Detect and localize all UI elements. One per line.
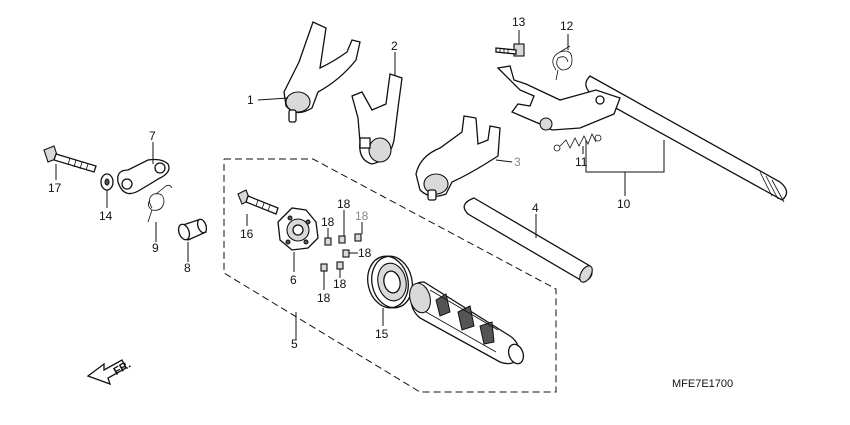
callout-6: 6 [290, 273, 297, 287]
callout-18-d: 18 [358, 246, 372, 260]
bearing-15 [367, 255, 413, 309]
assembly-outline [223, 158, 557, 393]
callout-18-c: 18 [355, 209, 369, 223]
callout-9: 9 [152, 241, 159, 255]
callout-18-a: 18 [321, 215, 335, 229]
callout-7: 7 [149, 129, 156, 143]
callout-14: 14 [99, 209, 113, 223]
callout-13: 13 [512, 15, 526, 29]
fork-shaft [463, 197, 593, 283]
diagram-code: MFE7E1700 [672, 378, 733, 390]
leader-lines [55, 30, 665, 340]
bolt-16 [237, 189, 279, 215]
callout-12: 12 [560, 19, 574, 33]
callout-3: 3 [514, 155, 521, 169]
callout-5: 5 [291, 337, 298, 351]
callout-18-b: 18 [337, 197, 351, 211]
spring-11 [553, 133, 602, 152]
callout-10: 10 [617, 197, 631, 211]
bolt-17 [43, 145, 97, 173]
gearshift-spindle [496, 65, 788, 203]
shift-fork-3 [415, 115, 501, 201]
callout-17: 17 [48, 181, 62, 195]
shift-drum [409, 281, 525, 365]
shift-fork-1 [283, 21, 361, 123]
front-arrow-icon [86, 359, 127, 386]
front-marker-label: FR. [112, 359, 133, 378]
callout-2: 2 [391, 39, 398, 53]
callout-16: 16 [240, 227, 254, 241]
drum-center-6 [277, 207, 319, 251]
spring-12 [552, 45, 573, 81]
bolt-13 [495, 43, 525, 57]
stopper-spring-9 [147, 184, 173, 223]
shift-fork-2 [351, 73, 403, 165]
callout-8: 8 [184, 261, 191, 275]
callout-1: 1 [247, 93, 254, 107]
callout-18-e: 18 [333, 277, 347, 291]
callout-18-f: 18 [317, 291, 331, 305]
washer-14 [100, 173, 114, 191]
collar-8 [177, 218, 208, 241]
stopper-arm-7 [117, 158, 170, 195]
callout-11: 11 [575, 155, 588, 169]
callout-4: 4 [532, 201, 539, 215]
callout-15: 15 [375, 327, 389, 341]
